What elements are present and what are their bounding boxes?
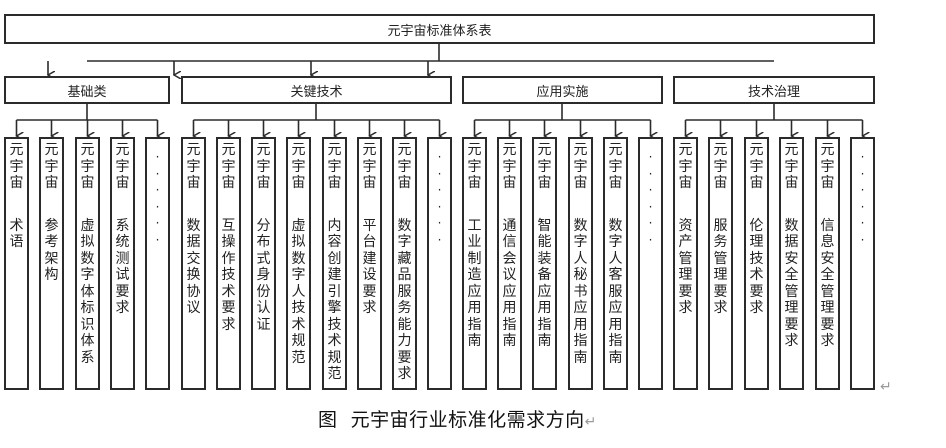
standard-item: 元宇宙 信息安全管理要求: [815, 137, 840, 390]
standard-item: 元宇宙 数字藏品服务能力要求: [392, 137, 417, 390]
category-label: 技术治理: [747, 84, 800, 100]
standard-item: 元宇宙 资产管理要求: [673, 137, 698, 390]
standard-item-label: 元宇宙 数字人客服应用指南: [608, 142, 623, 366]
more-items-placeholder: ······: [850, 137, 875, 390]
standard-item-label: 元宇宙 数据安全管理要求: [784, 142, 799, 349]
standard-item: 元宇宙 分布式身份认证: [251, 137, 276, 390]
category-node: 基础类: [4, 76, 170, 104]
standard-item-label: 元宇宙 虚拟数字人技术规范: [291, 142, 306, 366]
standard-item-label: 元宇宙 内容创建引擎技术规范: [327, 142, 342, 382]
standard-item: 元宇宙 内容创建引擎技术规范: [322, 137, 347, 390]
standard-item: 元宇宙 术语: [4, 137, 29, 390]
standard-item: 元宇宙 伦理技术要求: [744, 137, 769, 390]
category-node: 技术治理: [673, 76, 875, 104]
standard-item: 元宇宙 智能装备应用指南: [532, 137, 557, 390]
standard-item-label: 元宇宙 虚拟数字体标识体系: [80, 142, 95, 366]
standard-item: 元宇宙 数字人秘书应用指南: [568, 137, 593, 390]
standard-item-label: 元宇宙 系统测试要求: [115, 142, 130, 316]
standard-item-label: 元宇宙 伦理技术要求: [749, 142, 764, 316]
standard-item-label: 元宇宙 工业制造应用指南: [467, 142, 482, 349]
category-node: 应用实施: [462, 76, 663, 104]
return-mark-icon: ↵: [584, 414, 597, 430]
figure-caption: 图 元宇宙行业标准化需求方向↵: [318, 405, 597, 432]
standard-item: 元宇宙 数据交换协议: [181, 137, 206, 390]
category-label: 关键技术: [290, 84, 343, 100]
standard-item: 元宇宙 平台建设要求: [357, 137, 382, 390]
category-node: 关键技术: [181, 76, 452, 104]
standard-item-label: 元宇宙 数字藏品服务能力要求: [397, 142, 412, 382]
caption-prefix: 图: [318, 409, 338, 431]
standard-item-label: 元宇宙 数字人秘书应用指南: [573, 142, 588, 366]
standard-item: 元宇宙 通信会议应用指南: [497, 137, 522, 390]
paragraph-mark-icon: ↵: [880, 379, 892, 395]
standard-item: 元宇宙 系统测试要求: [110, 137, 135, 390]
ellipsis-vertical: ······: [860, 150, 865, 247]
more-items-placeholder: ······: [427, 137, 452, 390]
standard-item-label: 元宇宙 互操作技术要求: [221, 142, 236, 333]
standard-item: 元宇宙 虚拟数字人技术规范: [286, 137, 311, 390]
more-items-placeholder: ······: [145, 137, 170, 390]
category-label: 应用实施: [536, 84, 589, 100]
category-label: 基础类: [67, 84, 107, 100]
root-node: 元宇宙标准体系表: [4, 14, 875, 44]
ellipsis-vertical: ······: [648, 150, 653, 247]
standard-item-label: 元宇宙 服务管理要求: [713, 142, 728, 316]
standard-item: 元宇宙 服务管理要求: [708, 137, 733, 390]
standard-item: 元宇宙 数字人客服应用指南: [603, 137, 628, 390]
standard-item-label: 元宇宙 术语: [9, 142, 24, 250]
standard-item-label: 元宇宙 数据交换协议: [186, 142, 201, 316]
ellipsis-vertical: ······: [437, 150, 442, 247]
standard-item-label: 元宇宙 分布式身份认证: [256, 142, 271, 333]
caption-text: 元宇宙行业标准化需求方向: [350, 409, 585, 431]
ellipsis-vertical: ······: [155, 150, 160, 247]
standard-item: 元宇宙 工业制造应用指南: [462, 137, 487, 390]
standard-item-label: 元宇宙 信息安全管理要求: [820, 142, 835, 349]
standard-item: 元宇宙 互操作技术要求: [216, 137, 241, 390]
standard-item-label: 元宇宙 通信会议应用指南: [502, 142, 517, 349]
standard-item-label: 元宇宙 平台建设要求: [362, 142, 377, 316]
more-items-placeholder: ······: [638, 137, 663, 390]
standard-item: 元宇宙 虚拟数字体标识体系: [75, 137, 100, 390]
standard-item: 元宇宙 参考架构: [39, 137, 64, 390]
root-label: 元宇宙标准体系表: [387, 23, 492, 39]
standard-item-label: 元宇宙 资产管理要求: [678, 142, 693, 316]
standard-item: 元宇宙 数据安全管理要求: [779, 137, 804, 390]
standard-item-label: 元宇宙 智能装备应用指南: [537, 142, 552, 349]
standard-item-label: 元宇宙 参考架构: [44, 142, 59, 283]
